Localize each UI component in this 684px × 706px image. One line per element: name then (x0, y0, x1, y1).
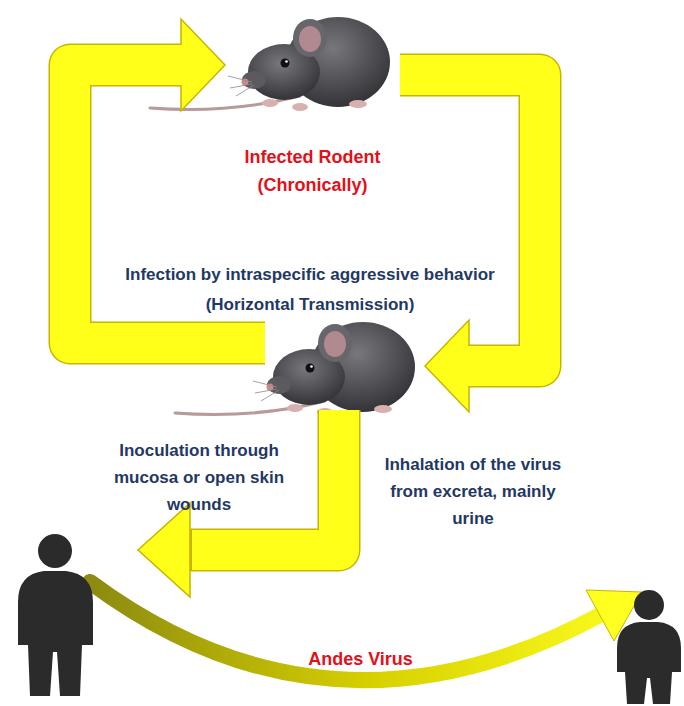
human-head (38, 534, 72, 568)
human-silhouette (18, 571, 93, 696)
rodent-illustration (150, 17, 390, 111)
cycle-arrow (70, 19, 265, 343)
node-caption: Infection by intraspecific aggressive be… (123, 260, 497, 320)
transmission-label: Andes Virus (288, 646, 433, 672)
cycle-arrow (400, 75, 540, 412)
transmission-arrow-head (138, 503, 190, 597)
cycle-arrow-head (425, 320, 469, 412)
rodent-node: Infection by intraspecific aggressive be… (265, 318, 425, 410)
human-silhouette (617, 622, 681, 704)
cycle-arrow-outline (400, 75, 540, 366)
rodent-node: Infected Rodent (Chronically) (225, 5, 400, 200)
transmission-label: Inhalation of the virus from excreta, ma… (378, 451, 568, 532)
cycle-arrow-head (181, 19, 225, 111)
transmission-label: Inoculation through mucosa or open skin … (90, 437, 308, 518)
node-caption: Infected Rodent (Chronically) (220, 143, 405, 199)
human-head (634, 590, 664, 620)
human-transmission-arrow (90, 582, 600, 680)
cycle-arrow-body (400, 75, 540, 366)
